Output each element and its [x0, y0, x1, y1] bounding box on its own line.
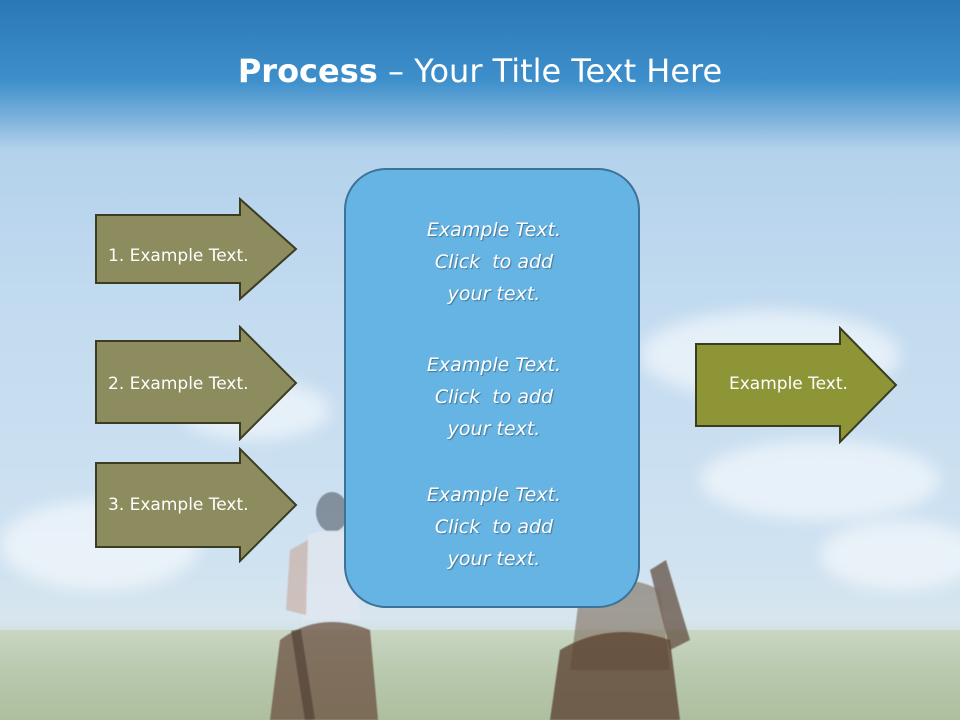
center-paragraph-2: Example Text. Click to add your text.: [346, 349, 642, 445]
paragraph-line: your text.: [447, 283, 541, 305]
background-cloud: [820, 520, 960, 590]
center-paragraph-1: Example Text. Click to add your text.: [346, 214, 642, 310]
title-bold-part: Process: [237, 52, 378, 90]
title-rest-part: – Your Title Text Here: [377, 52, 723, 90]
left-arrow-1-label: 1. Example Text.: [108, 246, 249, 266]
left-arrow-3-label: 3. Example Text.: [108, 495, 249, 515]
paragraph-line: your text.: [447, 418, 541, 440]
paragraph-line: Click to add: [434, 516, 554, 538]
left-arrow-3[interactable]: [94, 447, 300, 563]
center-paragraph-3: Example Text. Click to add your text.: [346, 479, 642, 575]
paragraph-line: Click to add: [434, 251, 554, 273]
right-arrow-label: Example Text.: [729, 374, 848, 394]
background-cloud: [700, 440, 940, 520]
paragraph-line: Example Text.: [426, 484, 562, 506]
right-arrow[interactable]: [694, 326, 900, 444]
paragraph-line: Example Text.: [426, 354, 562, 376]
paragraph-line: Click to add: [434, 386, 554, 408]
left-arrow-1[interactable]: [94, 197, 300, 301]
background-rider-left: [270, 492, 378, 720]
paragraph-line: your text.: [447, 548, 541, 570]
left-arrow-2[interactable]: [94, 325, 300, 441]
left-arrow-2-label: 2. Example Text.: [108, 374, 249, 394]
grass-field: [0, 630, 960, 720]
center-text-box[interactable]: Example Text. Click to add your text. Exam…: [344, 168, 640, 608]
paragraph-line: Example Text.: [426, 219, 562, 241]
slide-title: Process – Your Title Text Here: [0, 52, 960, 90]
